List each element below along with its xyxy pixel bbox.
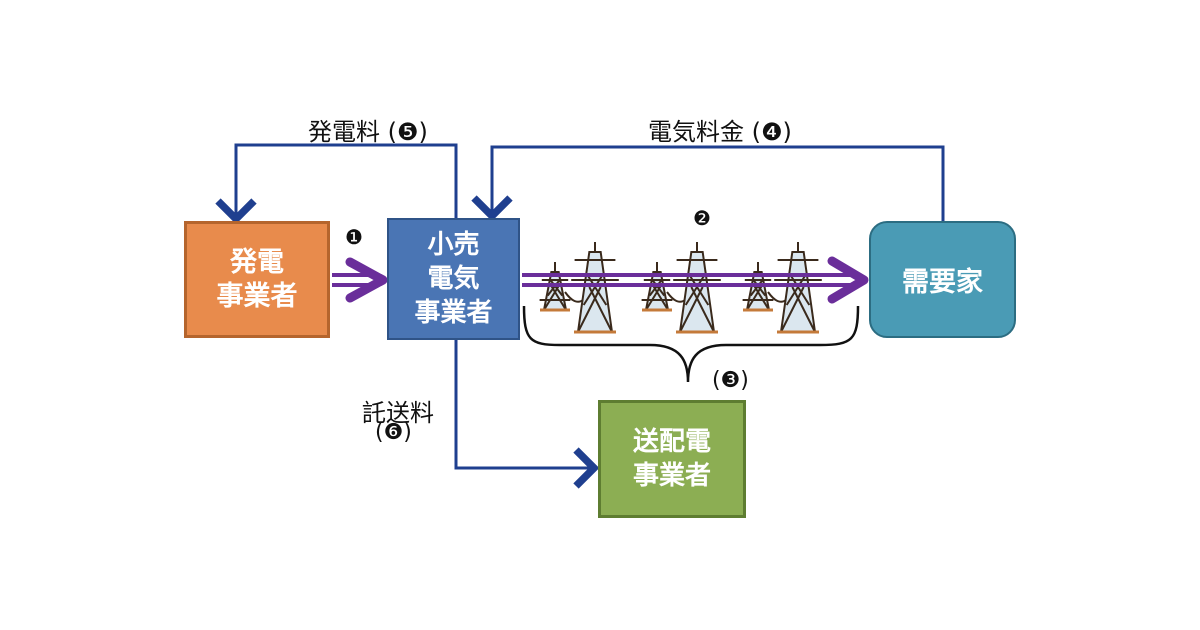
generator-box: 発電 事業者 (184, 221, 330, 338)
wheeling-fee-marker: (❻) (375, 420, 412, 445)
electricity-fee-label: 電気料金 (❹) (648, 118, 792, 146)
tower-wire-3 (767, 291, 787, 303)
power-flow-arrow-1 (332, 257, 388, 303)
wheeling-fee-label: 託送料 (362, 399, 434, 427)
grid-bracket (522, 305, 860, 383)
power-flow-arrow-2 (522, 256, 869, 304)
grid-operator-label: 送配電 事業者 (632, 427, 711, 491)
generator-label: 発電 事業者 (216, 246, 298, 312)
retailer-label: 小売 電気 事業者 (414, 230, 493, 328)
wheeling-fee-arrow (454, 340, 600, 489)
step-1-marker: ❶ (345, 225, 363, 249)
electricity-fee-arrow (471, 145, 945, 222)
tower-wire-1 (564, 291, 584, 303)
generation-fee-label: 発電料 (❺) (308, 118, 428, 146)
step-3-marker: (❸) (712, 368, 749, 393)
consumer-box: 需要家 (869, 221, 1016, 338)
step-2-marker: ❷ (693, 206, 711, 230)
retailer-box: 小売 電気 事業者 (387, 218, 520, 340)
grid-operator-box: 送配電 事業者 (598, 400, 746, 518)
generation-fee-arrow (215, 143, 458, 225)
tower-wire-2 (666, 291, 686, 303)
consumer-label: 需要家 (902, 267, 983, 298)
